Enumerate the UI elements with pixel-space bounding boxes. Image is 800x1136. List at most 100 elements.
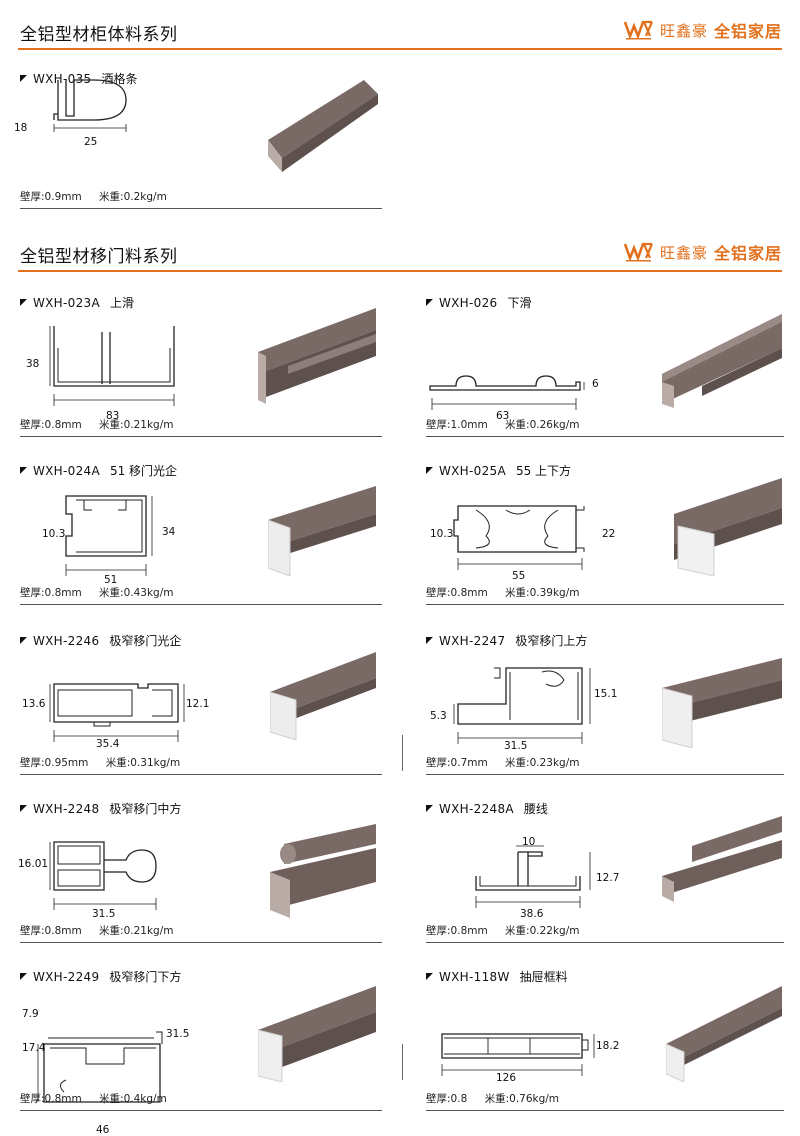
dim-step-height: 5.3 [430,710,447,722]
product-wxh-023a: WXH-023A 上滑 38 83 壁厚:0.8mm 米重:0.21kg/m [20,294,382,437]
product-code: WXH-2248A [439,801,514,816]
weight-value: 0.76kg/m [509,1093,560,1105]
product-name: 上滑 [109,296,134,310]
weight-value: 0.4kg/m [123,1093,167,1105]
thickness-label: 壁厚: [426,1093,451,1105]
dim-width: 51 [104,574,118,586]
profile-drawing [37,1031,163,1103]
product-rule [426,942,784,943]
dim-height: 16.01 [18,858,49,870]
triangle-marker-icon [426,805,433,812]
dim-width: 83 [106,410,120,422]
profile-photo [666,986,782,1082]
product-wxh-025a: WXH-025A 55 上下方 10.3 22 55 壁厚:0.8mm 米重:0… [426,462,784,605]
product-rule [20,942,382,943]
weight-label: 米重: [99,419,124,431]
section-title: 全铝型材柜体料系列 [20,25,178,45]
product-heading: WXH-2249 极窄移门下方 [20,968,181,985]
thickness-label: 壁厚: [20,925,45,937]
dim-height: 34 [162,526,176,538]
thickness-label: 壁厚: [426,925,451,937]
dim-height: 18.2 [596,1040,620,1052]
thickness-label: 壁厚: [20,587,45,599]
profile-photo [268,486,376,576]
dim-top-width: 31.5 [166,1028,190,1040]
weight-label: 米重: [505,419,530,431]
product-rule [20,436,382,437]
weight-label: 米重: [105,757,131,769]
product-rule [20,774,382,775]
product-name: 极窄移门下方 [109,970,182,984]
product-specs: 壁厚:0.8mm 米重:0.39kg/m [426,585,579,600]
profile-drawing [429,375,585,410]
thickness-value: 0.8mm [44,587,82,599]
weight-value: 0.21kg/m [123,419,174,431]
dim-left-height: 13.6 [22,698,46,710]
product-wxh-2248a: WXH-2248A 腰线 10 12.7 38.6 壁厚:0.8mm 米重:0.… [426,800,784,943]
product-specs: 壁厚:0.8mm 米重:0.21kg/m [20,923,173,938]
dim-width: 55 [512,570,526,582]
product-wxh-118w: WXH-118W 抽屉框料 18.2 126 壁厚:0.8 米重:0.76kg/… [426,968,784,1111]
section-rule [18,48,782,50]
product-heading: WXH-2247 极窄移门上方 [426,632,587,649]
brand-slogan: 全铝家居 [713,22,782,41]
brand-name: 旺鑫豪 [659,21,708,40]
weight-label: 米重: [484,1093,510,1105]
dim-width: 38.6 [520,908,544,920]
triangle-marker-icon [20,75,27,82]
triangle-marker-icon [20,805,27,812]
dim-width: 126 [496,1072,517,1084]
product-specs: 壁厚:0.8mm 米重:0.21kg/m [20,417,173,432]
product-heading: WXH-2246 极窄移门光企 [20,632,181,649]
thickness-value: 0.8mm [450,925,488,937]
weight-label: 米重: [505,587,530,599]
wxh-logo-icon [623,20,653,40]
profile-drawing [65,495,153,576]
dim-width: 35.4 [96,738,120,750]
product-name: 极窄移门中方 [109,802,182,816]
thickness-value: 0.8mm [44,419,82,431]
dim-top-width: 10 [522,836,536,848]
product-name: 55 上下方 [515,464,572,478]
product-specs: 壁厚:0.95mm 米重:0.31kg/m [20,755,180,770]
product-heading: WXH-2248A 腰线 [426,800,548,817]
product-heading: WXH-118W 抽屉框料 [426,968,568,985]
product-rule [426,1110,784,1111]
product-code: WXH-035 [33,71,92,86]
product-specs: 壁厚:0.8 米重:0.76kg/m [426,1091,559,1106]
weight-value: 0.39kg/m [529,587,580,599]
section-header-sliding-door: 全铝型材移门料系列 旺鑫豪 全铝家居 [0,230,800,276]
dim-height: 6 [592,378,599,390]
dim-inner-height: 10.3 [430,528,454,540]
dim-width: 46 [96,1124,110,1136]
profile-drawing [453,667,591,744]
dim-height: 38 [26,358,40,370]
product-rule [20,208,382,209]
weight-value: 0.22kg/m [529,925,580,937]
weight-value: 0.23kg/m [529,757,580,769]
dim-width: 31.5 [504,740,528,752]
product-heading: WXH-025A 55 上下方 [426,462,571,479]
section-rule [18,270,782,272]
thickness-value: 0.8 [450,1093,468,1105]
product-specs: 壁厚:0.8mm 米重:0.43kg/m [20,585,173,600]
section-header-cabinet: 全铝型材柜体料系列 旺鑫豪 全铝家居 [0,8,800,54]
product-rule [20,604,382,605]
profile-drawing [475,845,591,908]
weight-label: 米重: [99,587,124,599]
triangle-marker-icon [426,299,433,306]
thickness-value: 0.8mm [44,925,82,937]
brand: 旺鑫豪 全铝家居 [623,240,782,264]
thickness-value: 0.8mm [44,1093,82,1105]
thickness-label: 壁厚: [426,419,451,431]
dim-height: 18 [14,122,28,134]
product-code: WXH-2248 [33,801,100,816]
column-separator [402,735,403,771]
product-heading: WXH-2248 极窄移门中方 [20,800,181,817]
profile-drawing [49,326,175,406]
product-heading: WXH-026 下滑 [426,294,531,311]
product-specs: 壁厚:0.7mm 米重:0.23kg/m [426,755,579,770]
product-name: 下滑 [507,296,532,310]
profile-drawing [441,1033,595,1076]
profile-photo [258,986,376,1082]
